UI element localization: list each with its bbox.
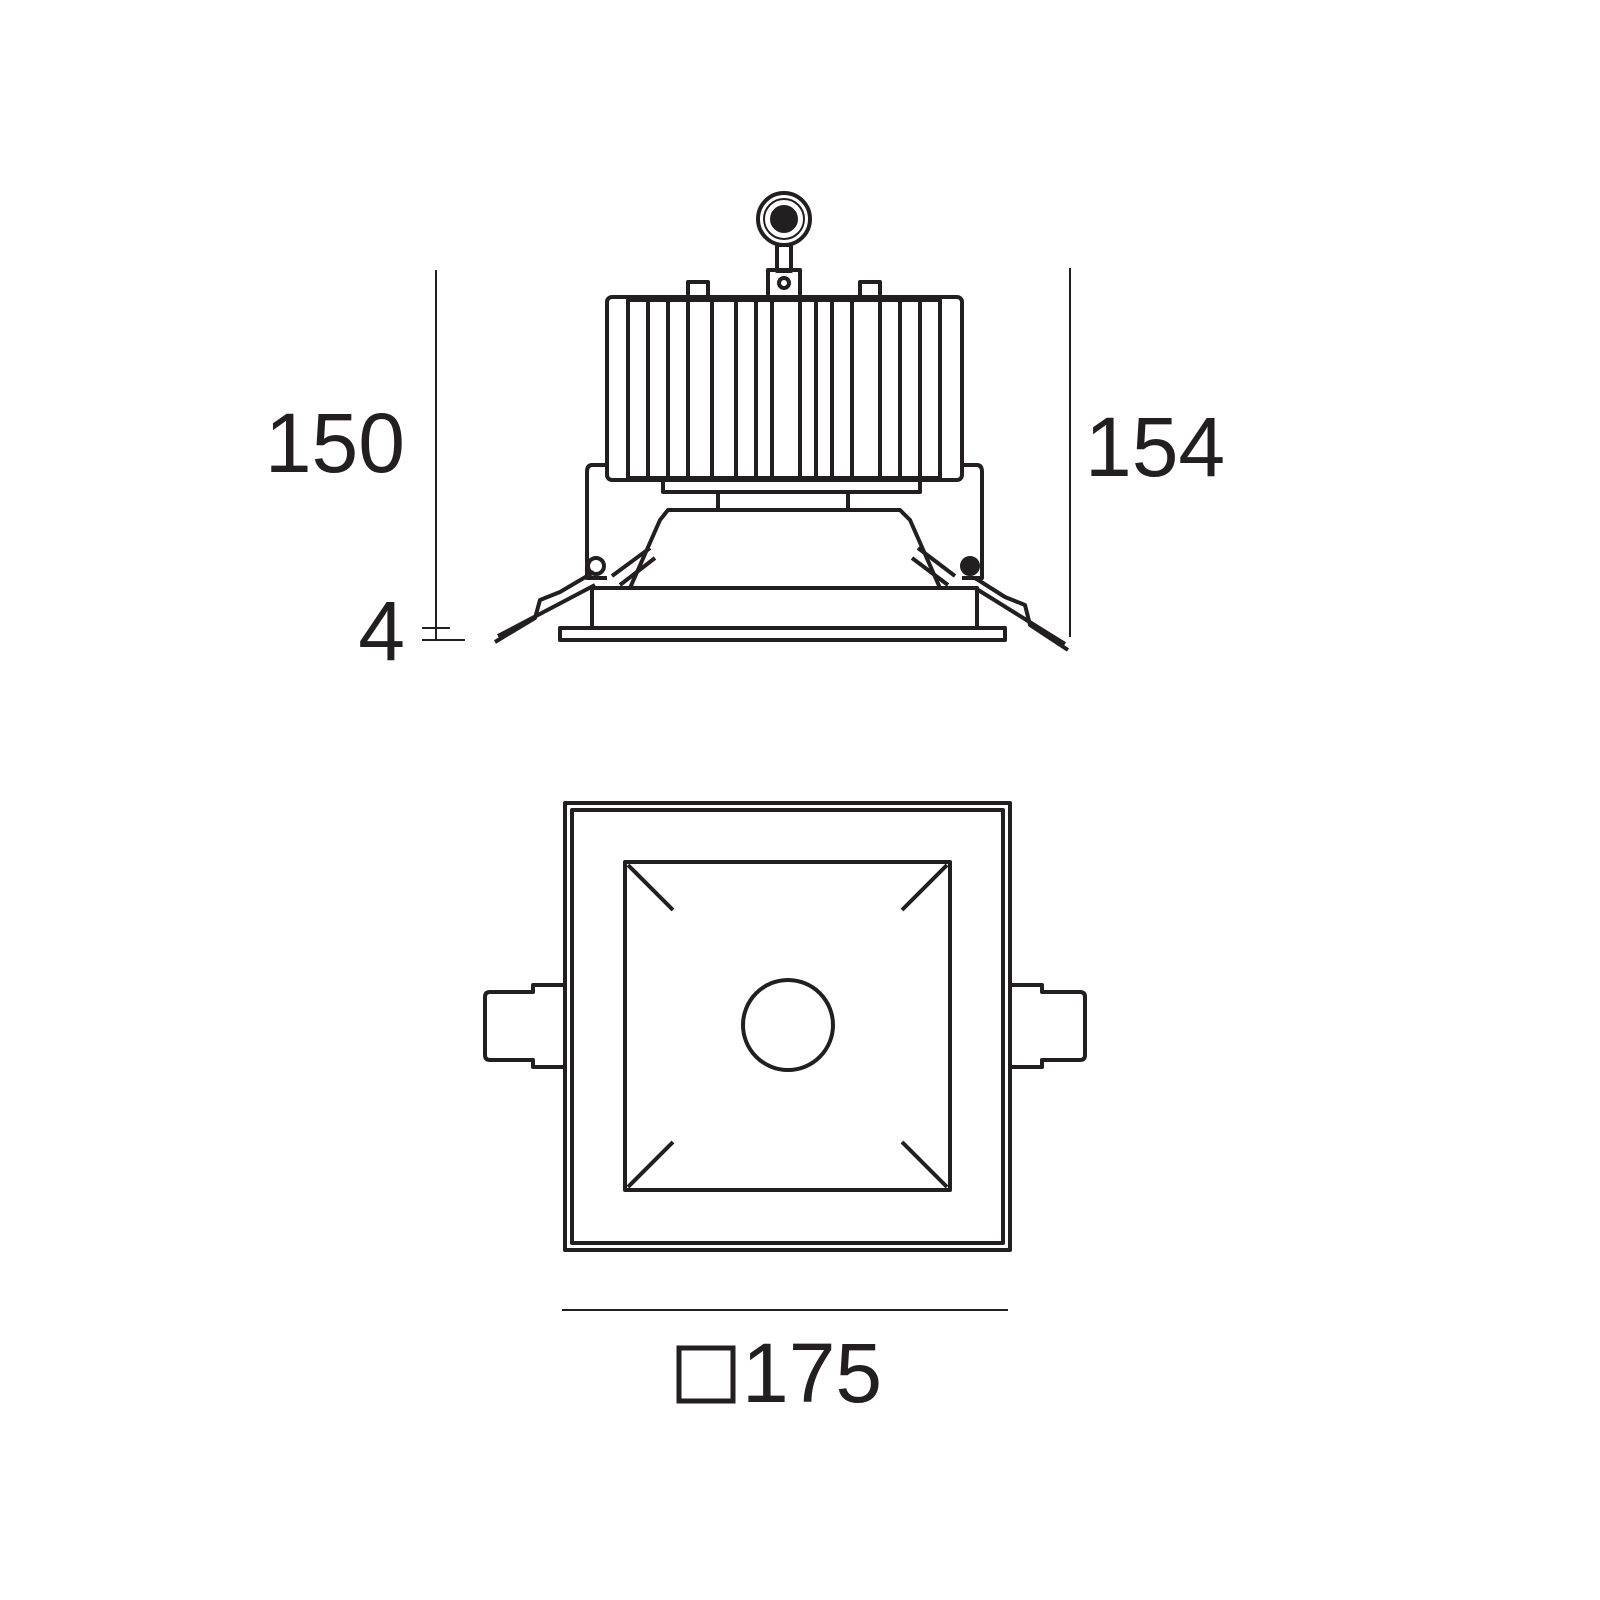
heat-sink [605,295,964,508]
brackets [585,463,984,580]
spring-clips [493,570,1070,652]
side-view [493,191,1070,652]
reflector [610,508,957,589]
dimension-height-total: 154 [1085,400,1225,494]
dimension-height-body: 150 [265,396,405,490]
dimension-lines [422,268,1071,1311]
dimension-height-trim: 4 [358,584,405,678]
dimension-width: 175 [742,1326,882,1420]
hanger [686,191,882,299]
square-symbol-icon [676,1345,736,1404]
top-view [483,801,1087,1252]
trim [558,586,1007,642]
